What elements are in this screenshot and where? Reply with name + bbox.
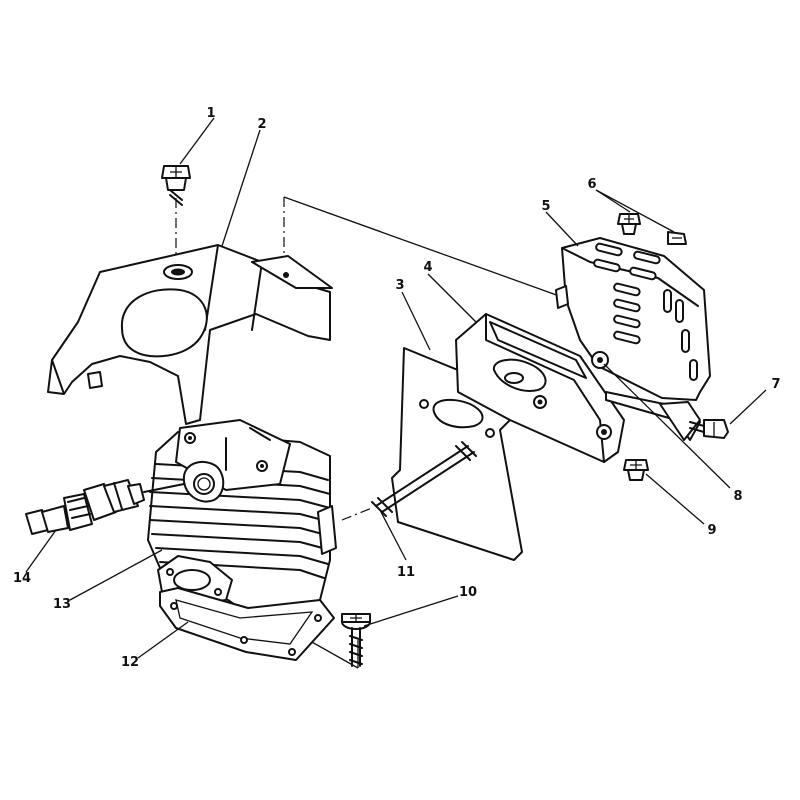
stud-bolt [371, 441, 477, 517]
callout-8: 8 [733, 489, 742, 504]
callout-7: 7 [771, 377, 780, 392]
callout-6: 6 [587, 177, 596, 192]
cover-vent-slots [593, 242, 698, 381]
leader-lines [25, 117, 767, 659]
callout-3: 3 [395, 278, 404, 293]
callout-12: 12 [121, 655, 139, 670]
shroud-screw [161, 165, 191, 206]
side-screw [689, 419, 729, 439]
callout-4: 4 [423, 260, 432, 275]
callout-13: 13 [53, 597, 71, 612]
lower-screw [623, 459, 649, 481]
callout-2: 2 [257, 117, 266, 132]
base-gasket [159, 587, 335, 661]
callout-14: 14 [13, 571, 31, 586]
callout-10: 10 [459, 585, 477, 600]
muffler-body [455, 313, 625, 463]
base-bolt [341, 613, 371, 667]
cylinder [147, 419, 337, 615]
callout-9: 9 [707, 523, 716, 538]
callout-1: 1 [206, 106, 215, 121]
upper-shroud [47, 244, 333, 425]
spark-plug [25, 479, 185, 535]
callout-11: 11 [397, 565, 415, 580]
callout-labels: 1 2 3 4 5 6 7 8 9 10 11 12 13 14 [13, 106, 781, 670]
callout-5: 5 [541, 199, 550, 214]
cover-screws [617, 213, 687, 245]
